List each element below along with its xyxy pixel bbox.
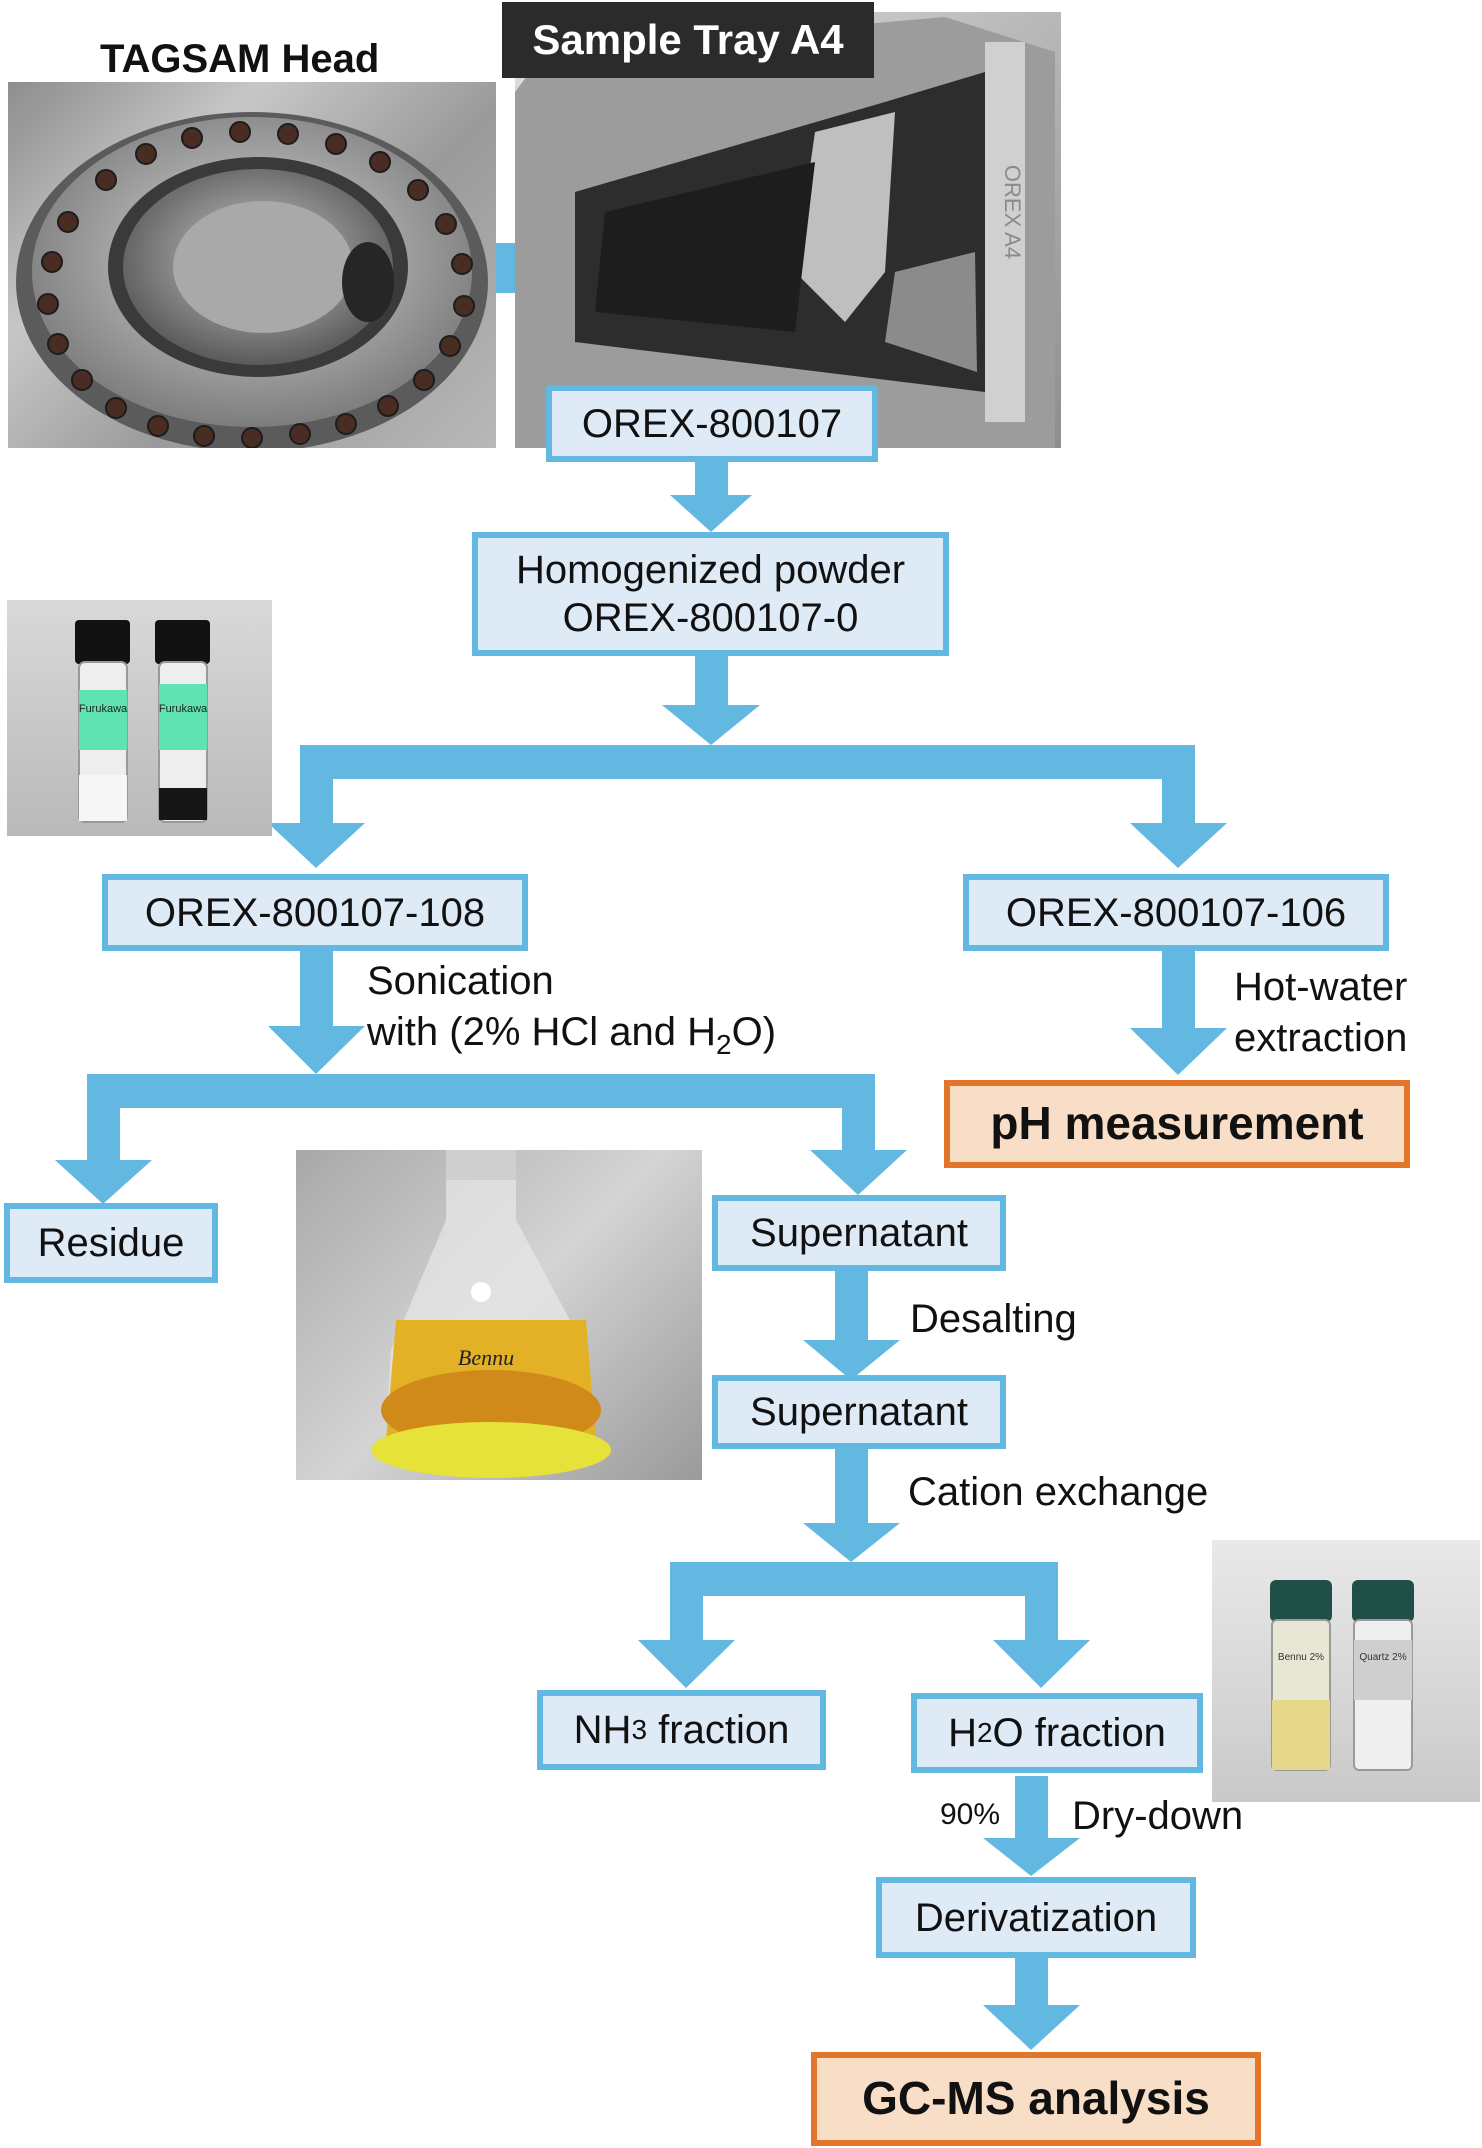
arrow-hotwater — [1130, 951, 1227, 1075]
sonication-line1: Sonication — [367, 959, 554, 1003]
flask-photo: Bennu — [296, 1150, 702, 1480]
homogenized-line2: OREX-800107-0 — [562, 596, 859, 640]
sonication-subscript: 2 — [716, 1029, 732, 1061]
arrow-desalting — [803, 1271, 900, 1380]
arrow-cation — [803, 1449, 900, 1562]
node-orex-106: OREX-800107-106 — [963, 874, 1389, 951]
arrow-to-gcms — [983, 1958, 1080, 2050]
small-vials-photo: Bennu 2% Quartz 2% — [1212, 1540, 1480, 1802]
sonication-line2: with (2% HCl and H2O) — [367, 1007, 776, 1063]
tray-title-bar: Sample Tray A4 — [502, 2, 874, 78]
vial-label-2: Furukawa — [159, 703, 208, 715]
arrow-to-106 — [1130, 779, 1227, 868]
label-hot-water: Hot-water extraction — [1234, 962, 1407, 1064]
sample-tray-graphic: OREX A4 — [515, 12, 1061, 448]
vial-label-1: Furukawa — [79, 703, 128, 715]
node-orex: OREX-800107 — [546, 385, 878, 462]
split-bar-sonication — [87, 1074, 875, 1108]
label-sonication: Sonication with (2% HCl and H2O) — [367, 956, 776, 1063]
arrow-homogenized-split — [662, 656, 760, 745]
arrow-to-h2o — [993, 1596, 1090, 1688]
split-bar-cation — [670, 1562, 1058, 1596]
node-orex-108: OREX-800107-108 — [102, 874, 528, 951]
h2o-suffix: O fraction — [992, 1711, 1166, 1755]
node-ph-measurement: pH measurement — [944, 1080, 1410, 1168]
sonication-suffix: O) — [731, 1010, 777, 1055]
label-dry-down: Dry-down — [1072, 1794, 1244, 1838]
node-homogenized: Homogenized powder OREX-800107-0 — [472, 532, 949, 656]
label-desalting: Desalting — [910, 1297, 1077, 1341]
arrow-to-108 — [268, 779, 365, 868]
arrow-sonication — [268, 951, 365, 1074]
tagsam-head-photo — [8, 82, 496, 448]
node-supernatant-2: Supernatant — [712, 1375, 1006, 1449]
homogenized-line1: Homogenized powder — [515, 548, 906, 592]
h2o-prefix: H — [948, 1711, 977, 1755]
node-gcms-analysis: GC-MS analysis — [811, 2052, 1261, 2146]
node-derivatization: Derivatization — [876, 1877, 1196, 1958]
hotwater-line2: extraction — [1234, 1016, 1408, 1061]
tray-title: Sample Tray A4 — [532, 16, 844, 63]
h2o-subscript: 2 — [976, 1717, 993, 1749]
arrow-to-supernatant — [810, 1108, 907, 1195]
hotwater-line1: Hot-water — [1234, 965, 1408, 1009]
small-vial-label-1: Bennu 2% — [1278, 1652, 1324, 1663]
split-bar-top — [300, 745, 1195, 779]
small-vial-label-2: Quartz 2% — [1359, 1652, 1406, 1663]
label-90-percent: 90% — [940, 1798, 1001, 1831]
nh3-suffix: fraction — [647, 1708, 790, 1752]
vials-graphic: Furukawa Furukawa — [75, 620, 210, 823]
nh3-subscript: 3 — [631, 1714, 648, 1746]
tray-engraving: OREX A4 — [1000, 165, 1025, 259]
arrow-to-residue — [55, 1108, 152, 1204]
vials-photo: Furukawa Furukawa — [7, 600, 272, 836]
tagsam-title: TAGSAM Head — [100, 37, 380, 81]
flask-graphic: Bennu — [371, 1150, 611, 1478]
sample-tray-photo: OREX A4 — [515, 12, 1061, 448]
node-supernatant-1: Supernatant — [712, 1195, 1006, 1271]
node-residue: Residue — [4, 1203, 218, 1283]
arrow-drydown — [983, 1776, 1080, 1876]
small-vials-graphic: Bennu 2% Quartz 2% — [1270, 1580, 1414, 1771]
tagsam-head-graphic — [16, 112, 488, 448]
label-cation-exchange: Cation exchange — [908, 1470, 1209, 1514]
sonication-prefix: with (2% HCl and H — [367, 1010, 717, 1055]
flask-label: Bennu — [458, 1345, 514, 1370]
arrow-to-nh3 — [638, 1596, 735, 1688]
arrow-orex-to-homogenized — [670, 462, 752, 532]
nh3-prefix: NH — [573, 1708, 632, 1752]
